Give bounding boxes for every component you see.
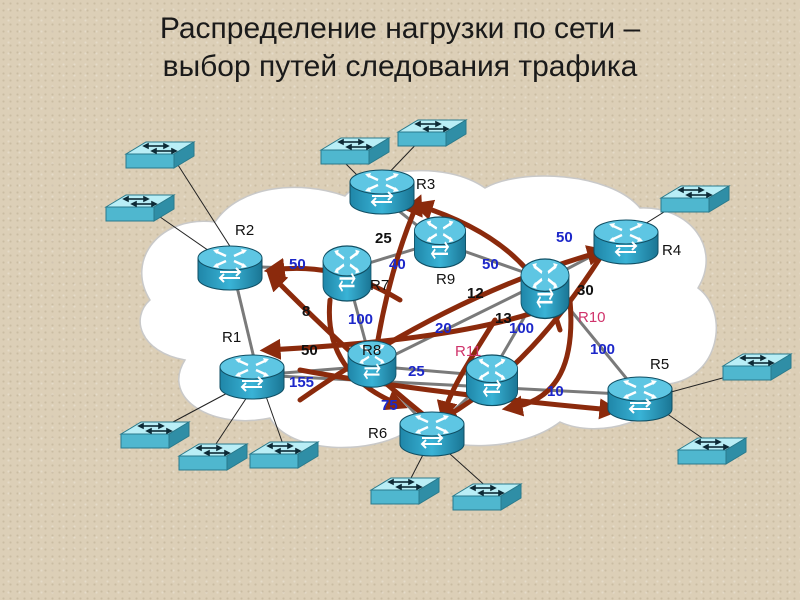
weight-r7-r9: 40 bbox=[389, 256, 406, 273]
router-label-r4: R4 bbox=[662, 242, 681, 259]
router-label-r11: R11 bbox=[455, 343, 481, 360]
router-r4-icon bbox=[592, 218, 660, 266]
router-label-r10: R10 bbox=[578, 309, 606, 326]
traffic-arrow bbox=[501, 297, 574, 417]
weight-r2-r1: 8 bbox=[302, 303, 310, 320]
traffic-arrow bbox=[297, 367, 621, 420]
switch-icon bbox=[120, 421, 190, 449]
weight-r1-r5: 155 bbox=[289, 374, 314, 391]
title-line-1: Распределение нагрузки по сети – bbox=[159, 12, 641, 45]
router-label-r2: R2 bbox=[235, 222, 254, 239]
switch-icon bbox=[677, 437, 747, 465]
switch-icon bbox=[320, 137, 390, 165]
switch-icon bbox=[370, 477, 440, 505]
weight-r10-r11-b: 100 bbox=[509, 320, 534, 337]
router-r2-icon bbox=[196, 244, 264, 292]
weight-r8-r11: 25 bbox=[408, 363, 425, 380]
weight-r2-r7: 50 bbox=[289, 256, 306, 273]
weight-r9-r10: 50 bbox=[482, 256, 499, 273]
switch-icon bbox=[125, 141, 195, 169]
weight-r8-r10: 20 bbox=[435, 320, 452, 337]
weight-r1-r8: 50 bbox=[301, 342, 318, 359]
router-label-r3: R3 bbox=[416, 176, 435, 193]
router-r9-icon bbox=[413, 215, 467, 269]
router-r3-icon bbox=[348, 168, 416, 216]
switch-icon bbox=[105, 194, 175, 222]
switch-icon bbox=[722, 353, 792, 381]
router-r5-icon bbox=[606, 375, 674, 423]
router-r11-icon bbox=[465, 353, 519, 407]
switch-icon bbox=[397, 119, 467, 147]
weight-r11-r5: 10 bbox=[547, 383, 564, 400]
traffic-arrow bbox=[259, 302, 558, 360]
router-r10-icon bbox=[519, 257, 571, 321]
traffic-arrow bbox=[436, 255, 603, 423]
router-r1-icon bbox=[218, 353, 286, 401]
router-r7-icon bbox=[321, 244, 373, 303]
weight-r9-r10-b: 12 bbox=[467, 285, 484, 302]
router-label-r5: R5 bbox=[650, 356, 669, 373]
weight-r7-r3: 25 bbox=[375, 230, 392, 247]
slide-title: Распределение нагрузки по сети – выбор п… bbox=[0, 10, 800, 86]
router-label-r8: R8 bbox=[362, 342, 381, 359]
weight-r10-r11: 13 bbox=[495, 310, 512, 327]
traffic-arrow bbox=[436, 317, 498, 423]
title-line-2: выбор путей следования трафика bbox=[162, 50, 638, 83]
link-weights: 50 25 40 50 50 12 30 8 100 20 13 100 50 … bbox=[289, 229, 615, 414]
router-label-r1: R1 bbox=[222, 329, 241, 346]
weight-r10-r4-b: 30 bbox=[577, 282, 594, 299]
weight-r10-r5: 100 bbox=[590, 341, 615, 358]
switch-icon bbox=[178, 443, 248, 471]
router-labels: R1 R2 R3 R4 R5 R6 R7 R8 R9 R10 R11 bbox=[222, 176, 681, 442]
weight-r7-r8: 100 bbox=[348, 311, 373, 328]
router-label-r6: R6 bbox=[368, 425, 387, 442]
router-label-r9: R9 bbox=[436, 271, 455, 288]
switch-icon bbox=[452, 483, 522, 511]
traffic-arrow bbox=[326, 297, 408, 411]
switch-icon bbox=[660, 185, 730, 213]
weight-r10-r4: 50 bbox=[556, 229, 573, 246]
router-label-r7: R7 bbox=[370, 277, 389, 294]
weight-r8-r6: 75 bbox=[381, 397, 398, 414]
router-r6-icon bbox=[398, 410, 466, 458]
switch-icon bbox=[249, 441, 319, 469]
